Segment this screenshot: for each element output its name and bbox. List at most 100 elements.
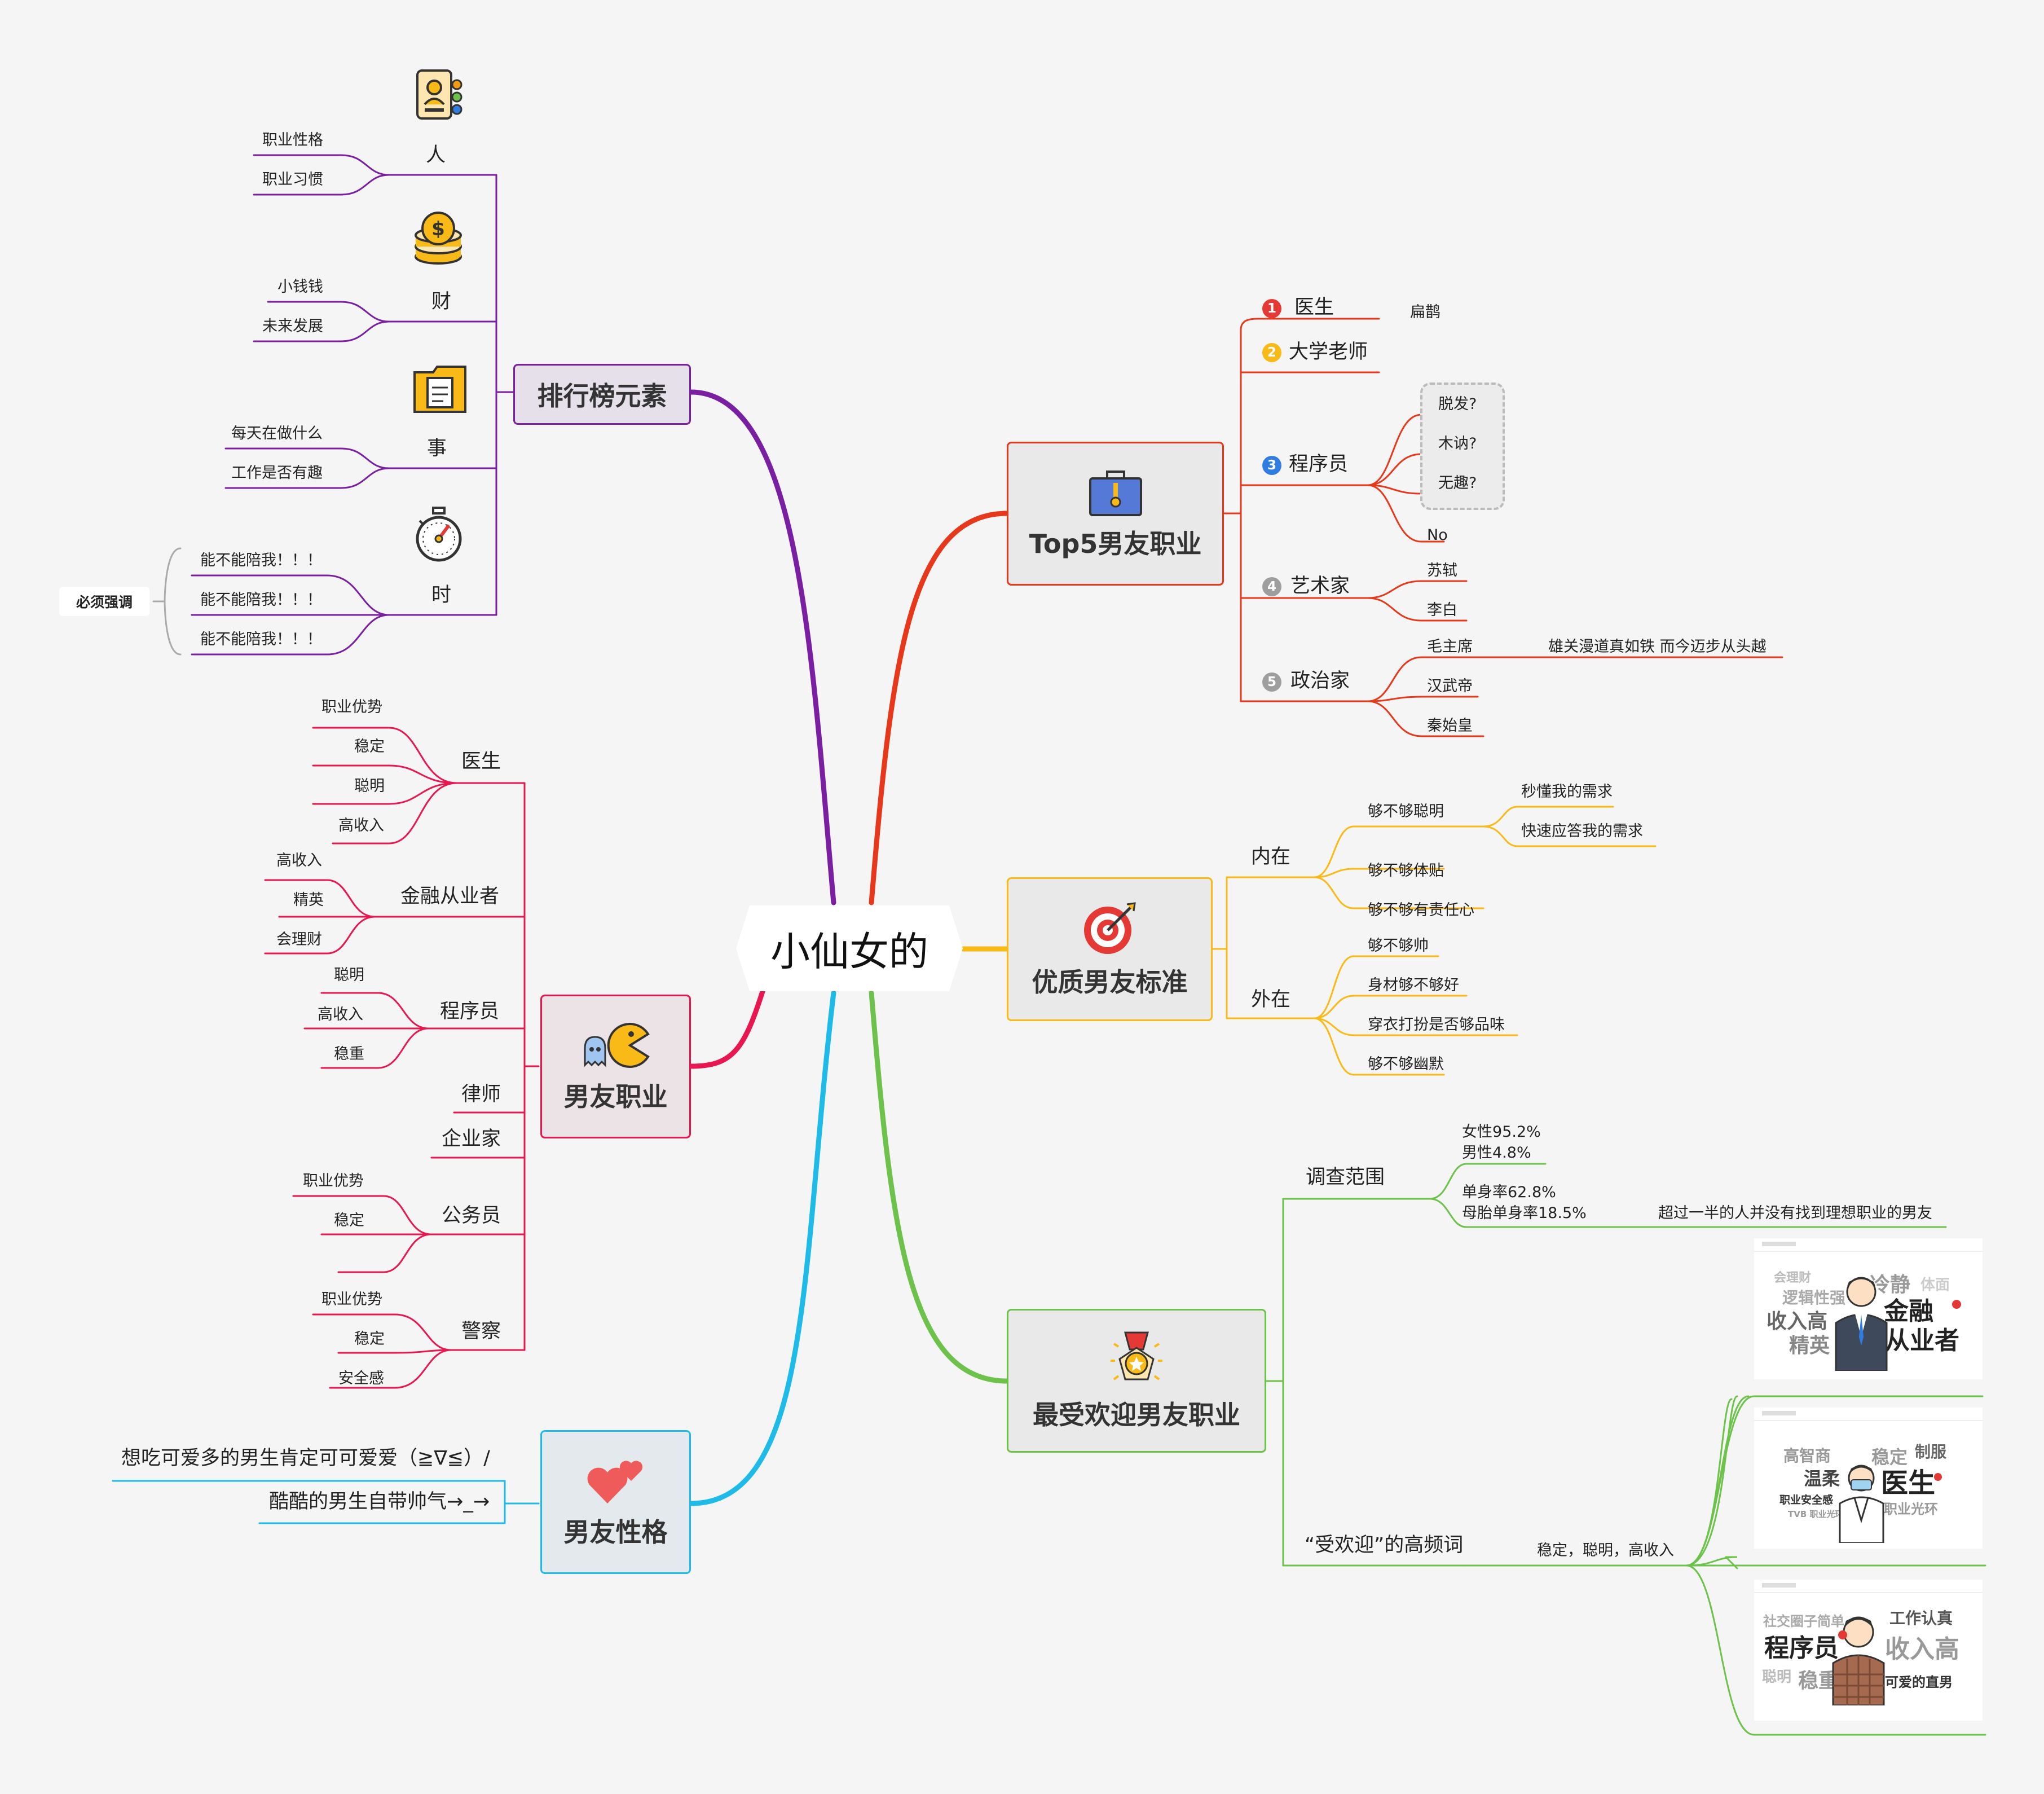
red-dot-icon bbox=[1934, 1473, 1942, 1481]
survey-stat[interactable]: 女性95.2% bbox=[1462, 1123, 1541, 1141]
ranking-time-leaf[interactable]: 能不能陪我！！！ bbox=[200, 631, 322, 648]
top5-item-label[interactable]: 程序员 bbox=[1289, 453, 1349, 476]
top5-item-label[interactable]: 艺术家 bbox=[1290, 575, 1350, 597]
briefcase-icon bbox=[1089, 470, 1142, 516]
card-word: 冷静 bbox=[1870, 1273, 1911, 1296]
personality-box[interactable]: 男友性格 bbox=[540, 1430, 691, 1574]
survey-conclusion[interactable]: 超过一半的人并没有找到理想职业的男友 bbox=[1658, 1204, 1932, 1222]
jobs-finance-leaf[interactable]: 高收入 bbox=[276, 852, 322, 869]
jobs-police-leaf[interactable]: 安全感 bbox=[338, 1370, 384, 1387]
wordcloud-card-programmer[interactable]: 社交圈子简单 工作认真 程序员 收入高 聪明 稳重 可爱的直男 bbox=[1754, 1580, 1983, 1721]
quality-inner-label[interactable]: 内在 bbox=[1251, 846, 1291, 868]
jobs-doctor-leaf[interactable]: 高收入 bbox=[338, 817, 384, 834]
doctor-icon bbox=[1839, 1465, 1884, 1543]
jobs-finance-label[interactable]: 金融从业者 bbox=[400, 885, 500, 908]
jobs-doctor-leaf[interactable]: 聪明 bbox=[354, 777, 385, 795]
jobs-programmer-leaf[interactable]: 聪明 bbox=[334, 966, 364, 984]
jobs-civil-label[interactable]: 公务员 bbox=[442, 1204, 501, 1227]
quality-inner-item[interactable]: 够不够有责任心 bbox=[1368, 902, 1474, 919]
jobs-civil-leaf[interactable]: 稳定 bbox=[334, 1212, 364, 1229]
ranking-money-leaf[interactable]: 小钱钱 bbox=[277, 278, 323, 296]
top5-quote[interactable]: 雄关漫道真如铁 而今迈步从头越 bbox=[1548, 638, 1767, 656]
jobs-programmer-leaf[interactable]: 高收入 bbox=[318, 1006, 363, 1023]
card-word: 精英 bbox=[1789, 1334, 1830, 1357]
popular-box[interactable]: 最受欢迎男友职业 bbox=[1007, 1309, 1266, 1453]
jobs-police-label[interactable]: 警察 bbox=[461, 1320, 501, 1343]
folder-icon bbox=[413, 366, 466, 413]
central-topic[interactable]: 小仙女的 bbox=[736, 905, 963, 991]
jobs-entrepreneur-label[interactable]: 企业家 bbox=[442, 1128, 501, 1150]
jobs-programmer-leaf[interactable]: 稳重 bbox=[334, 1045, 364, 1063]
ranking-money-leaf[interactable]: 未来发展 bbox=[262, 318, 323, 335]
card-word: 温柔 bbox=[1804, 1468, 1840, 1489]
top5-item-label[interactable]: 政治家 bbox=[1290, 670, 1350, 692]
jobs-finance-leaf[interactable]: 精英 bbox=[293, 891, 324, 909]
top5-sub-leaf[interactable]: No bbox=[1427, 526, 1448, 544]
survey-stat[interactable]: 男性4.8% bbox=[1462, 1144, 1531, 1162]
jobs-doctor-leaf[interactable]: 职业优势 bbox=[321, 698, 382, 716]
quality-smart-sub[interactable]: 快速应答我的需求 bbox=[1521, 823, 1643, 840]
survey-label[interactable]: 调查范围 bbox=[1306, 1166, 1385, 1189]
branch-personality-connector bbox=[688, 990, 836, 1506]
jobs-title: 男友职业 bbox=[563, 1081, 668, 1112]
jobs-lawyer-label[interactable]: 律师 bbox=[461, 1083, 501, 1106]
freq-words[interactable]: 稳定，聪明，高收入 bbox=[1537, 1542, 1674, 1559]
quality-outer-item[interactable]: 够不够幽默 bbox=[1368, 1056, 1444, 1073]
top5-item-label[interactable]: 大学老师 bbox=[1289, 341, 1368, 363]
quality-outer-item[interactable]: 穿衣打扮是否够品味 bbox=[1368, 1016, 1505, 1034]
freq-label[interactable]: “受欢迎”的高频词 bbox=[1305, 1534, 1464, 1556]
top5-sub-leaf[interactable]: 脱发? bbox=[1438, 395, 1477, 413]
jobs-doctor-label[interactable]: 医生 bbox=[461, 750, 501, 773]
quality-smart-sub[interactable]: 秒懂我的需求 bbox=[1521, 783, 1613, 801]
ranking-people-leaf[interactable]: 职业性格 bbox=[262, 131, 323, 149]
card-word: 聪明 bbox=[1762, 1669, 1792, 1686]
ranking-people-label[interactable]: 人 bbox=[426, 144, 446, 166]
emphasis-note[interactable]: 必须强调 bbox=[59, 587, 149, 616]
top5-sub-leaf[interactable]: 毛主席 bbox=[1427, 638, 1473, 656]
wordcloud-card-doctor[interactable]: 高智商 稳定 制服 温柔 医生 职业安全感 职业光环 TVB 职业光环 bbox=[1754, 1408, 1983, 1549]
top5-sub-leaf[interactable]: 扁鹊 bbox=[1410, 304, 1441, 321]
card-word: 可爱的直男 bbox=[1885, 1674, 1953, 1690]
quality-outer-item[interactable]: 够不够帅 bbox=[1368, 937, 1429, 955]
top5-box[interactable]: Top5男友职业 bbox=[1007, 442, 1224, 586]
ranking-box[interactable]: 排行榜元素 bbox=[513, 364, 691, 425]
top5-item-label[interactable]: 医生 bbox=[1294, 296, 1334, 319]
quality-outer-label[interactable]: 外在 bbox=[1251, 988, 1291, 1011]
top5-sub-leaf[interactable]: 秦始皇 bbox=[1427, 717, 1473, 735]
ranking-people-leaf[interactable]: 职业习惯 bbox=[262, 171, 323, 188]
jobs-finance-leaf[interactable]: 会理财 bbox=[276, 931, 322, 948]
personality-leaf[interactable]: 酷酷的男生自带帅气→_→ bbox=[269, 1490, 490, 1513]
card-word: 逻辑性强 bbox=[1782, 1289, 1846, 1307]
jobs-police-leaf[interactable]: 职业优势 bbox=[321, 1291, 382, 1308]
ranking-work-leaf[interactable]: 每天在做什么 bbox=[231, 425, 323, 442]
target-icon bbox=[1083, 902, 1136, 954]
coins-icon: $ bbox=[415, 212, 462, 265]
jobs-programmer-label[interactable]: 程序员 bbox=[440, 1000, 500, 1023]
survey-stat[interactable]: 单身率62.8% bbox=[1462, 1184, 1556, 1201]
card-word: 医生 bbox=[1881, 1467, 1936, 1499]
jobs-doctor-leaf[interactable]: 稳定 bbox=[354, 738, 385, 755]
survey-stat[interactable]: 母胎单身率18.5% bbox=[1462, 1204, 1587, 1222]
jobs-box[interactable]: 男友职业 bbox=[540, 995, 691, 1138]
personality-leaf[interactable]: 想吃可爱多的男生肯定可可爱爱（≧∇≦）/ bbox=[121, 1447, 490, 1470]
quality-outer-item[interactable]: 身材够不够好 bbox=[1368, 977, 1459, 994]
ranking-work-label[interactable]: 事 bbox=[427, 437, 447, 460]
wordcloud-card-finance[interactable]: 会理财 逻辑性强 冷静 体面 收入高 金融 精英 从业者 bbox=[1754, 1238, 1983, 1379]
quality-inner-item[interactable]: 够不够聪明 bbox=[1368, 803, 1444, 820]
top5-sub-leaf[interactable]: 木讷? bbox=[1438, 435, 1477, 452]
jobs-civil-leaf[interactable]: 职业优势 bbox=[303, 1172, 364, 1190]
top5-sub-leaf[interactable]: 无趣? bbox=[1438, 474, 1477, 492]
card-word: 工作认真 bbox=[1889, 1609, 1953, 1628]
top5-sub-leaf[interactable]: 李白 bbox=[1427, 601, 1457, 619]
top5-sub-leaf[interactable]: 苏轼 bbox=[1427, 562, 1457, 579]
ranking-money-label[interactable]: 财 bbox=[431, 291, 452, 313]
ranking-work-leaf[interactable]: 工作是否有趣 bbox=[231, 464, 323, 482]
popular-title: 最受欢迎男友职业 bbox=[1033, 1400, 1240, 1430]
quality-inner-item[interactable]: 够不够体贴 bbox=[1368, 862, 1444, 880]
quality-box[interactable]: 优质男友标准 bbox=[1007, 877, 1213, 1021]
ranking-time-label[interactable]: 时 bbox=[431, 584, 452, 606]
ranking-time-leaf[interactable]: 能不能陪我！！！ bbox=[200, 552, 322, 569]
jobs-police-leaf[interactable]: 稳定 bbox=[354, 1330, 385, 1348]
top5-sub-leaf[interactable]: 汉武帝 bbox=[1427, 678, 1473, 695]
ranking-time-leaf[interactable]: 能不能陪我！！！ bbox=[200, 591, 322, 609]
